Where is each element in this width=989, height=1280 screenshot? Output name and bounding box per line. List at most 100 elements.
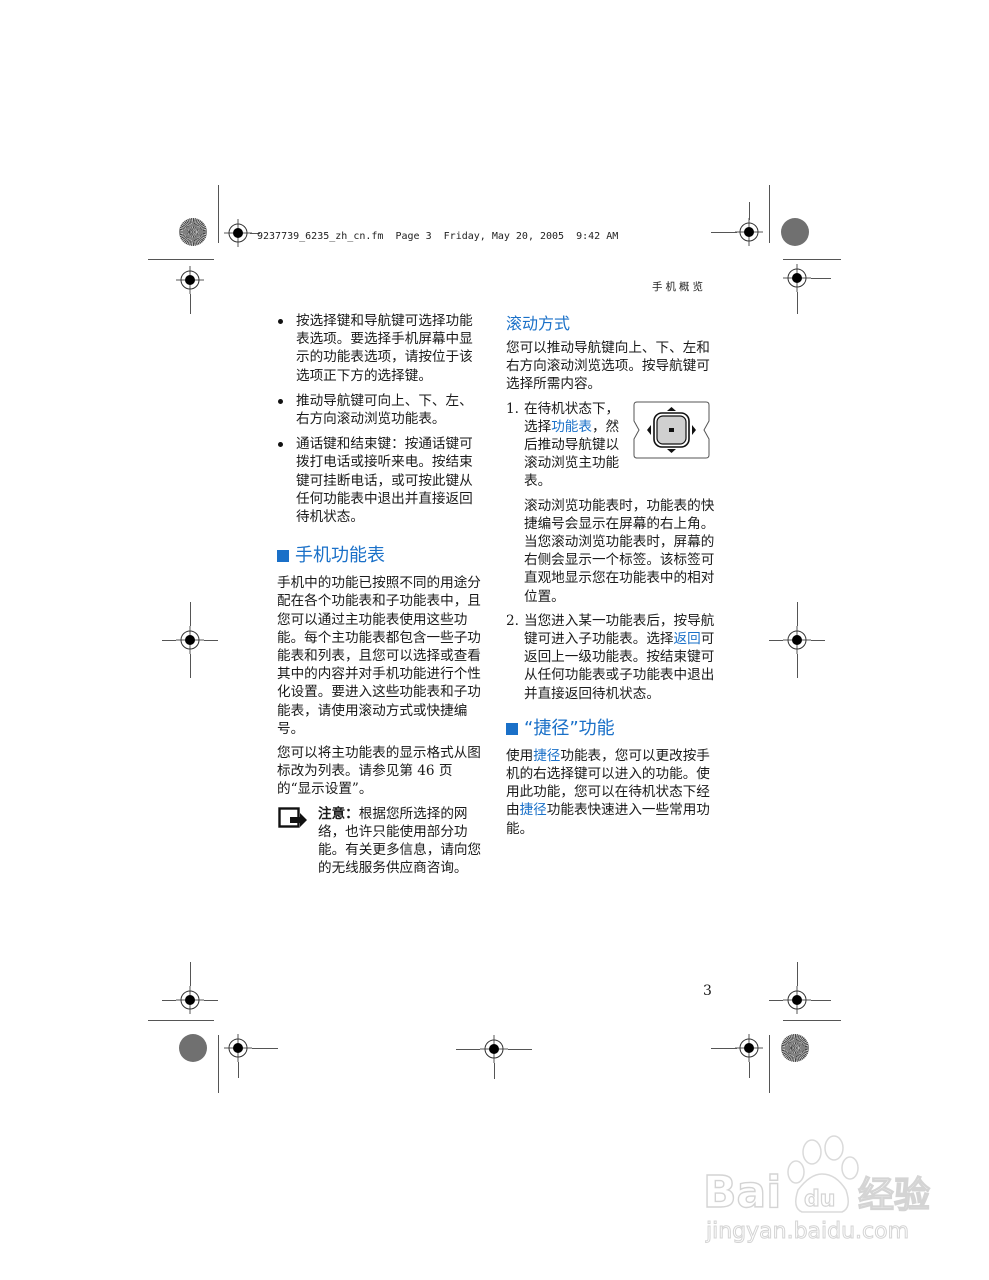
crop-line — [783, 259, 841, 260]
crop-line — [238, 1062, 239, 1078]
crop-line — [190, 654, 191, 678]
step-text: 当您进入某一功能表后，按导航键可进入子功能表。选择返回可返回上一级功能表。按结束… — [524, 612, 716, 703]
crop-line — [456, 1049, 480, 1050]
crop-line — [811, 640, 825, 641]
text-part: 功能表，您可以更改按手机的右选择键可以进入的功能。使用此功能，您可以在待机状态下… — [506, 747, 710, 819]
crop-line — [797, 654, 798, 678]
crop-line — [711, 1048, 737, 1049]
section-heading-menus: 手机功能表 — [277, 544, 482, 568]
crop-line — [797, 292, 798, 314]
crop-line — [769, 1035, 770, 1093]
registration-mark-icon — [176, 626, 204, 654]
crop-line — [797, 602, 798, 626]
print-filename: 9237739_6235_zh_cn.fm — [257, 231, 384, 242]
step-text-part: 在待机状态下，选择 — [524, 400, 620, 435]
shortcuts-link[interactable]: 捷径 — [533, 747, 561, 764]
registration-mark-icon — [783, 264, 811, 292]
baidu-watermark-logo: Bai du 经验 jingyan.baidu.com — [702, 1135, 931, 1245]
step-item: 1. 在待机状态下，选择功能表，然后推动导航键以滚动浏览主功能表。 滚动浏览功能… — [506, 400, 716, 606]
note-icon — [278, 806, 307, 828]
section-heading-shortcuts: “捷径”功能 — [506, 717, 716, 741]
paragraph: 您可以推动导航键向上、下、左和右方向滚动浏览选项。按导航键可选择所需内容。 — [506, 340, 710, 393]
right-column: 滚动方式 您可以推动导航键向上、下、左和右方向滚动浏览选项。按导航键可选择所需内… — [506, 313, 716, 844]
crop-line — [148, 1020, 214, 1021]
shortcuts-link[interactable]: 捷径 — [519, 802, 547, 819]
print-date: Friday, May 20, 2005 — [443, 231, 565, 242]
crop-line — [252, 1048, 278, 1049]
paragraph: 使用捷径功能表，您可以更改按手机的右选择键可以进入的功能。使用此功能，您可以在待… — [506, 747, 716, 838]
crop-line — [749, 202, 750, 220]
step-text: 在待机状态下，选择功能表，然后推动导航键以滚动浏览主功能表。 — [524, 400, 622, 491]
registration-mark-icon — [176, 266, 204, 294]
left-column: 按选择键和导航键可选择功能表选项。要选择手机屏幕中显示的功能表选项，请按位于该选… — [277, 312, 482, 877]
registration-mark-icon — [735, 1034, 763, 1062]
registration-mark-icon — [735, 218, 763, 246]
registration-mark-icon — [176, 986, 204, 1014]
crop-line — [148, 259, 214, 260]
step-text-part: 当您进入某一功能表后，按导航键可进入子功能表。选择 — [524, 612, 715, 648]
starburst-icon — [179, 1034, 207, 1062]
crop-line — [811, 278, 831, 279]
crop-line — [711, 232, 737, 233]
crop-line — [218, 185, 219, 243]
crop-line — [783, 1020, 841, 1021]
step-number: 2. — [506, 612, 519, 629]
text-part: 使用 — [506, 747, 534, 764]
print-page-label: Page 3 — [395, 231, 432, 242]
starburst-icon — [781, 1034, 809, 1062]
paragraph: 手机中的功能已按照不同的用途分配在各个功能表和子功能表中，且您可以通过主功能表使… — [277, 575, 481, 737]
crop-line — [190, 294, 191, 314]
registration-mark-icon — [480, 1035, 508, 1063]
svg-text:du: du — [804, 1187, 835, 1212]
crop-line — [190, 962, 191, 986]
registration-mark-icon — [224, 1034, 252, 1062]
step-followup: 滚动浏览功能表时，功能表的快捷编号会显示在屏幕的右上角。当您滚动浏览功能表时，屏… — [524, 497, 715, 605]
bullet-item: 推动导航键可向上、下、左、右方向滚动浏览功能表。 — [277, 392, 482, 428]
step-text-part: 可返回上一级功能表。按结束键可从任何功能表或子功能表中退出并直接返回待机状态。 — [524, 631, 715, 702]
bullet-item: 通话键和结束键：按通话键可拨打电话或接听来电。按结束键可挂断电话，或可按此键从任… — [277, 435, 482, 526]
starburst-icon — [781, 218, 809, 246]
svg-text:Bai: Bai — [703, 1167, 781, 1218]
crop-line — [811, 1000, 831, 1001]
crop-line — [508, 1049, 532, 1050]
page-number: 3 — [703, 983, 712, 999]
crop-line — [797, 962, 798, 986]
crop-line — [204, 640, 218, 641]
print-header: 9237739_6235_zh_cn.fm Page 3 Friday, May… — [257, 231, 618, 242]
registration-mark-icon — [783, 626, 811, 654]
print-time: 9:42 AM — [576, 231, 619, 242]
subheading-scrolling: 滚动方式 — [506, 314, 571, 333]
registration-mark-icon — [224, 219, 252, 247]
crop-line — [162, 1000, 176, 1001]
crop-line — [250, 233, 260, 234]
menu-link[interactable]: 功能表 — [551, 418, 592, 435]
back-link[interactable]: 返回 — [673, 631, 701, 648]
navigation-key-icon — [633, 401, 710, 459]
crop-line — [204, 1000, 218, 1001]
note-block: 注意：根据您所选择的网络，也许只能使用部分功能。有关更多信息，请向您的无线服务供… — [277, 805, 482, 878]
crop-line — [769, 185, 770, 243]
paragraph: 您可以将主功能表的显示格式从图标改为列表。请参见第 46 页的“显示设置”。 — [277, 745, 481, 798]
note-text: 根据您所选择的网络，也许只能使用部分功能。有关更多信息，请向您的无线服务供应商咨… — [318, 805, 482, 877]
bullet-item: 按选择键和导航键可选择功能表选项。要选择手机屏幕中显示的功能表选项，请按位于该选… — [277, 312, 482, 385]
running-head: 手机概览 — [652, 281, 706, 293]
step-number: 1. — [506, 400, 519, 417]
registration-mark-icon — [783, 986, 811, 1014]
svg-text:jingyan.baidu.com: jingyan.baidu.com — [705, 1219, 909, 1244]
note-label: 注意： — [318, 805, 359, 822]
crop-line — [769, 640, 783, 641]
crop-line — [190, 602, 191, 626]
heading-square-icon — [506, 722, 518, 735]
crop-line — [749, 1062, 750, 1078]
crop-line — [162, 640, 176, 641]
crop-line — [769, 1000, 783, 1001]
crop-line — [494, 1063, 495, 1079]
text-part: 功能表快速进入一些常用功能。 — [506, 802, 710, 837]
heading-square-icon — [277, 550, 289, 563]
step-text-part: ，然后推动导航键以滚动浏览主功能表。 — [524, 418, 620, 490]
step-item: 2. 当您进入某一功能表后，按导航键可进入子功能表。选择返回可返回上一级功能表。… — [506, 612, 716, 703]
section-heading-text: “捷径”功能 — [524, 717, 615, 739]
crop-line — [218, 1035, 219, 1093]
svg-text:经验: 经验 — [858, 1175, 930, 1216]
starburst-icon — [179, 218, 207, 246]
